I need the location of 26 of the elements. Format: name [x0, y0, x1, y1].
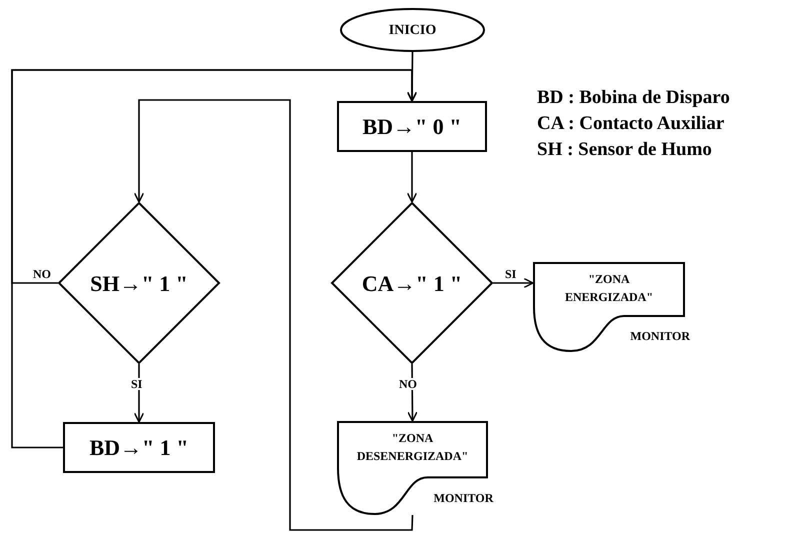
edge-label: NO	[32, 268, 52, 280]
node-caption: MONITOR	[630, 330, 690, 342]
arrow	[407, 364, 418, 422]
process-box	[63, 422, 215, 473]
legend-text: SH : Sensor de Humo	[537, 140, 712, 159]
start-terminal	[340, 8, 485, 52]
decision-diamond	[58, 202, 220, 364]
decision-diamond	[331, 202, 493, 364]
node-text: BD→" 1 "	[90, 434, 188, 462]
edge-label: NO	[398, 378, 418, 390]
arrow	[11, 69, 418, 284]
process-box	[337, 101, 487, 152]
legend-text: BD : Bobina de Disparo	[537, 88, 730, 107]
edge-label: SI	[504, 268, 518, 280]
arrow	[406, 152, 418, 203]
node-text: INICIO	[388, 22, 436, 40]
edge-label: SI	[130, 378, 144, 390]
node-text: SH→" 1 "	[90, 270, 188, 298]
arrow	[134, 99, 414, 531]
node-text: "ZONA DESENERGIZADA"	[356, 430, 470, 465]
arrow	[493, 278, 534, 288]
node-caption: MONITOR	[434, 492, 494, 504]
node-text: "ZONA ENERGIZADA"	[564, 271, 654, 306]
legend-text: CA : Contacto Auxiliar	[537, 114, 724, 133]
node-text: CA→" 1 "	[362, 270, 462, 298]
node-text: BD→" 0 "	[362, 113, 462, 141]
